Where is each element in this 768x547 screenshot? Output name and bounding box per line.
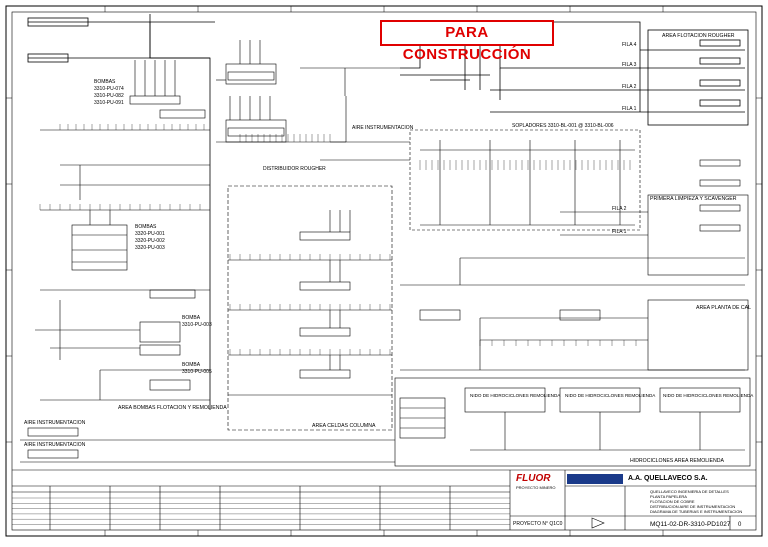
area-label-primera-limpieza: PRIMERA LIMPIEZA Y SCAVENGER: [650, 196, 737, 202]
area-label-celdas-columna: AREA CELDAS COLUMNA: [312, 423, 376, 429]
aire-instr-label: AIRE INSTRUMENTACION: [24, 442, 86, 448]
rougher-distributor: [216, 40, 410, 161]
sopladores-label: SOPLADORES 3310-BL-001 @ 3310-BL-006: [512, 123, 614, 129]
drawing-number: MQ11-02-DR-3310-PD1027: [650, 521, 731, 528]
distribuidor-label: DISTRIBUIDOR ROUGHER: [263, 166, 326, 172]
blowers-area: [330, 129, 641, 231]
client-name: A.A. QUELLAVECO S.A.: [628, 475, 708, 482]
area-label-hidrociclones: HIDROCICLONES AREA REMOLIENDA: [630, 458, 725, 464]
drawing-desc-line: FLOTACION DE COBRE: [650, 499, 695, 504]
bombas-1-tag: 3310-PU-074: [94, 86, 124, 92]
drawing-desc-line: DIAGRAMA DE TUBERIAS E INSTRUMENTACION: [650, 509, 742, 514]
fluor-logo: FLUOR: [516, 473, 551, 484]
pump-group-3: [35, 300, 210, 401]
bombas-1-title: BOMBAS: [94, 79, 116, 85]
title-block-text: FLUOR PROYECTO MINERO A.A. QUELLAVECO S.…: [513, 473, 742, 528]
area-label-bombas: AREA BOMBAS FLOTACION Y REMOLIENDA: [118, 405, 227, 411]
bombas-4-title: BOMBA: [182, 362, 201, 368]
bombas-4-tag: 3310-PU-005: [182, 369, 212, 375]
lime-plant-area: [400, 299, 749, 371]
equipment-labels: BOMBAS 3310-PU-074 3310-PU-082 3310-PU-0…: [24, 42, 754, 448]
zone-ticks: [6, 6, 762, 536]
instrument-tag-lines: [39, 124, 637, 355]
nido-label: NIDO DE HIDROCICLONES REMOLIENDA: [470, 393, 561, 398]
area-labels: AREA FLOTACION ROUGHER PRIMERA LIMPIEZA …: [118, 33, 751, 464]
aire-instr-label: AIRE INSTRUMENTACION: [24, 420, 86, 426]
fila-label: FILA 4: [622, 42, 637, 48]
fila-label: FILA 2: [612, 206, 627, 212]
bombas-2-title: BOMBAS: [135, 224, 157, 230]
revision: 0: [738, 522, 742, 528]
drawing-desc-line: QUELLAVECO INGENIERIA DE DETALLES: [650, 489, 729, 494]
area-label-planta-cal: AREA PLANTA DE CAL: [696, 305, 751, 311]
pump-group-2: [40, 209, 210, 299]
cleaner-area: [400, 159, 749, 286]
drawing-desc-line: DISTRIBUCION AIRE DE INSTRUMENTACION: [650, 504, 735, 509]
fila-label: FILA 2: [622, 84, 637, 90]
bombas-2-tag: 3320-PU-001: [135, 231, 165, 237]
aire-instr-label: AIRE INSTRUMENTACION: [352, 125, 414, 131]
bombas-1-tag: 3310-PU-091: [94, 100, 124, 106]
title-block: [12, 469, 756, 530]
drawing-desc-line: PLANTA PAPELERA: [650, 494, 687, 499]
hydrocyclones-area: [20, 377, 751, 467]
fila-label: FILA 1: [622, 106, 637, 112]
bombas-2-tag: 3320-PU-002: [135, 238, 165, 244]
bombas-3-tag: 3310-PU-003: [182, 322, 212, 328]
air-header-left: [27, 14, 215, 410]
bombas-3-title: BOMBA: [182, 315, 201, 321]
legend-box: [399, 397, 446, 439]
revision-rows: [12, 497, 510, 525]
fila-label: FILA 1: [612, 229, 627, 235]
construction-stamp: PARA CONSTRUCCIÓN: [380, 20, 554, 63]
nido-label: NIDO DE HIDROCICLONES REMOLIENDA: [565, 393, 656, 398]
bombas-1-tag: 3310-PU-082: [94, 93, 124, 99]
fluor-sub: PROYECTO MINERO: [516, 485, 556, 490]
pump-group-1: [40, 60, 210, 200]
project-number: PROYECTO N° Q1C0: [513, 521, 563, 527]
fila-label: FILA 3: [622, 62, 637, 68]
nido-label: NIDO DE HIDROCICLONES REMOLIENDA: [663, 393, 754, 398]
area-label-flotacion-rougher: AREA FLOTACION ROUGHER: [662, 33, 735, 39]
bombas-2-tag: 3320-PU-003: [135, 245, 165, 251]
